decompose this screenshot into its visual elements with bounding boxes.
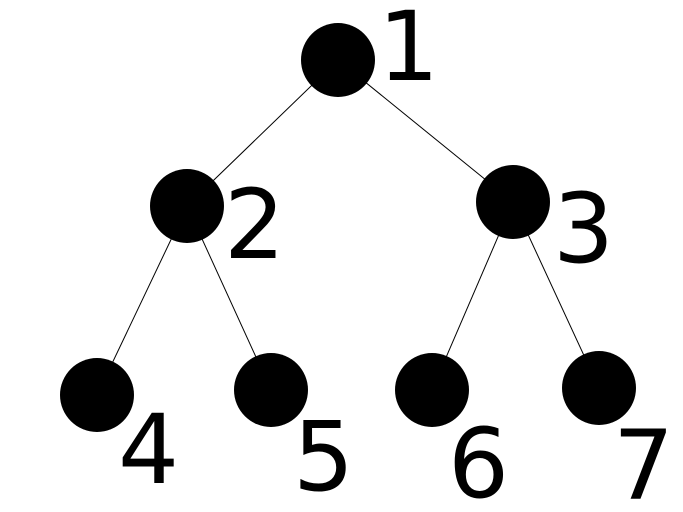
node-4 bbox=[60, 358, 134, 432]
node-3 bbox=[476, 165, 550, 239]
edge-1-3 bbox=[337, 59, 514, 203]
node-1 bbox=[301, 23, 375, 97]
node-label-2: 2 bbox=[224, 169, 285, 281]
node-label-6: 6 bbox=[448, 408, 509, 512]
node-2 bbox=[150, 169, 224, 243]
node-6 bbox=[395, 353, 469, 427]
node-5 bbox=[234, 353, 308, 427]
node-label-3: 3 bbox=[553, 173, 614, 285]
node-label-7: 7 bbox=[613, 410, 674, 512]
tree-nodes bbox=[60, 23, 636, 432]
node-7 bbox=[562, 351, 636, 425]
node-label-1: 1 bbox=[378, 0, 439, 103]
node-label-4: 4 bbox=[118, 394, 179, 506]
node-label-5: 5 bbox=[293, 401, 354, 512]
